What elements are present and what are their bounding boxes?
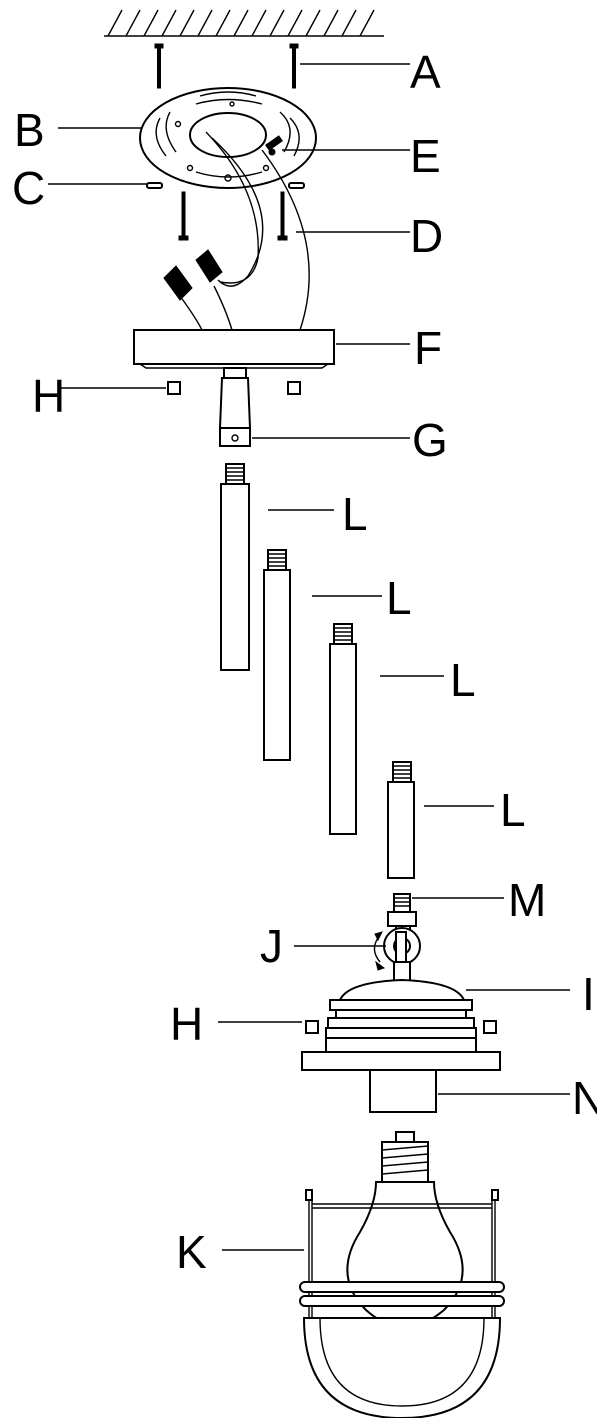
extension-rod-l3	[329, 623, 357, 835]
ground-screw-e	[265, 135, 283, 156]
hex-nut-c	[146, 182, 305, 189]
label-h-bottom: H	[170, 998, 203, 1050]
label-l-3: L	[450, 654, 476, 706]
extension-rod-l4	[387, 761, 415, 879]
label-m: M	[508, 874, 546, 926]
label-e: E	[410, 130, 441, 182]
label-l-2: L	[386, 572, 412, 624]
glass-cage-k	[299, 1189, 505, 1418]
set-screw-h-bottom	[305, 1020, 497, 1034]
threaded-stud-m	[387, 893, 417, 927]
stem-coupling-g	[218, 367, 252, 447]
label-a: A	[410, 46, 441, 98]
extension-rod-l2	[263, 549, 291, 761]
lamp-housing-i	[301, 978, 501, 1071]
canopy-f	[133, 329, 335, 369]
label-l-1: L	[342, 488, 368, 540]
part-labels: A B E C D F H G L L L L M J I H N K	[12, 46, 597, 1278]
label-b: B	[14, 104, 45, 156]
label-d: D	[410, 210, 443, 262]
label-n: N	[572, 1072, 597, 1124]
label-j: J	[260, 920, 283, 972]
supply-wires	[179, 131, 310, 331]
label-l-4: L	[500, 784, 526, 836]
wire-connector-icon	[163, 249, 223, 301]
extension-rod-l1	[220, 463, 250, 671]
label-c: C	[12, 162, 45, 214]
ceiling-screw-a	[154, 43, 299, 89]
label-f: F	[414, 322, 442, 374]
label-g: G	[412, 414, 448, 466]
label-i: I	[582, 968, 595, 1020]
ceiling	[104, 9, 384, 37]
label-k: K	[176, 1226, 207, 1278]
leader-lines	[48, 63, 570, 1251]
swivel-joint-j	[373, 925, 421, 983]
mounting-bracket-b	[139, 87, 317, 189]
label-h-top: H	[32, 370, 65, 422]
set-screw-h-top	[167, 381, 301, 395]
socket-n	[369, 1069, 437, 1113]
threaded-rod-d	[178, 191, 288, 241]
